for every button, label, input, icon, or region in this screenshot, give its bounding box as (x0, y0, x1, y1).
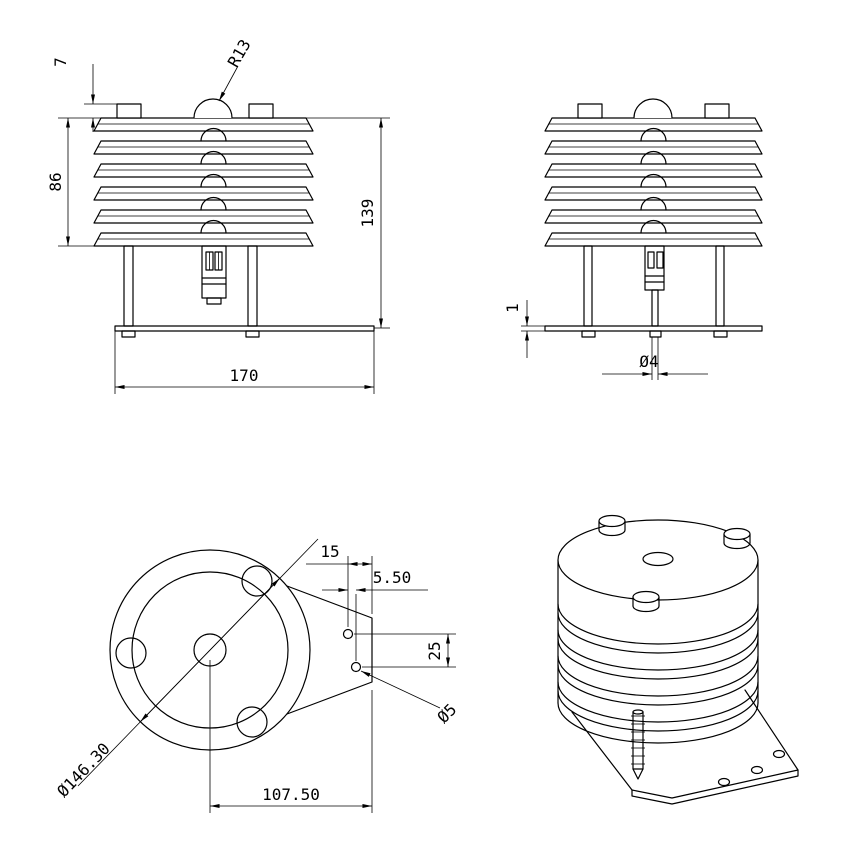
dim-louver-height-label: 86 (46, 172, 65, 191)
dim-hole-offset: 5.50 (322, 568, 428, 661)
iso-center-hole (642, 551, 674, 567)
dim-louver-height: 86 (46, 117, 101, 247)
bracket-holes (342, 628, 362, 673)
dim-mount-length-label: 107.50 (262, 785, 320, 804)
dim-hole-spacing: 25 (354, 633, 456, 668)
dim-mount-length: 107.50 (209, 660, 373, 813)
front-louver-stack (93, 117, 314, 247)
dim-tab-width: 15 (306, 542, 373, 627)
front-sensor-probe (201, 245, 227, 305)
iso-top-plate (557, 519, 759, 601)
dim-hole-spacing-label: 25 (425, 641, 444, 660)
mount-bracket (286, 585, 373, 715)
side-top-caps (577, 103, 730, 119)
iso-mount-bracket (571, 689, 799, 805)
iso-mount-screw (631, 709, 645, 780)
side-louver-stack (544, 117, 763, 247)
side-sensor-probe (644, 245, 665, 327)
dim-base-width-label: 170 (230, 366, 259, 385)
dim-total-height-label: 139 (358, 199, 377, 228)
front-dome-cap (193, 98, 233, 119)
front-base-plate (114, 325, 375, 332)
dim-cap-height-label: 7 (51, 57, 70, 67)
dim-hole-offset-label: 5.50 (373, 568, 412, 587)
side-view: 1 Ø4 (503, 98, 763, 380)
dim-base-thickness-label: 1 (503, 303, 522, 313)
isometric-view (557, 514, 799, 805)
front-top-caps (116, 103, 274, 119)
iso-top-knobs (598, 514, 751, 613)
dim-cap-height: 7 (51, 57, 117, 132)
dim-rod-diameter-label: Ø4 (639, 352, 658, 371)
dim-total-height: 139 (306, 117, 390, 329)
side-dome-cap (633, 98, 673, 119)
dim-tab-width-label: 15 (320, 542, 339, 561)
side-base-plate (544, 325, 763, 332)
iso-louver-stack (557, 559, 759, 744)
dim-base-thickness: 1 (503, 300, 545, 358)
dim-rod-diameter: Ø4 (602, 337, 708, 380)
dim-base-width: 170 (114, 331, 375, 394)
